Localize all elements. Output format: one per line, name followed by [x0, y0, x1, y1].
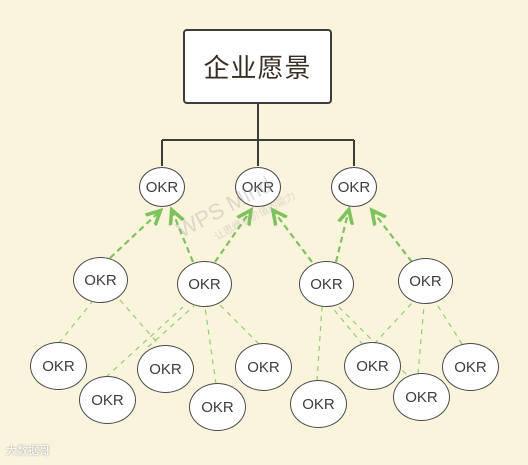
okr-node-l3-4: OKR: [189, 383, 246, 431]
root-label: 企业愿景: [203, 54, 312, 84]
okr-node-l2-4: OKR: [398, 258, 453, 304]
okr-label: OKR: [145, 178, 179, 196]
okr-node-l3-7: OKR: [344, 342, 401, 390]
okr-label: OKR: [84, 271, 117, 289]
okr-label: OKR: [42, 357, 75, 375]
okr-node-l2-2: OKR: [177, 261, 232, 307]
okr-label: OKR: [405, 388, 438, 406]
okr-node-l2-3: OKR: [299, 261, 354, 307]
solid-connector: [161, 104, 355, 166]
okr-label: OKR: [247, 358, 280, 376]
okr-label: OKR: [302, 395, 335, 413]
okr-node-l3-8: OKR: [393, 373, 450, 421]
okr-label: OKR: [91, 391, 124, 409]
okr-label: OKR: [201, 398, 234, 416]
okr-label: OKR: [409, 272, 442, 290]
arrow-connectors: [109, 213, 413, 263]
okr-node-l3-5: OKR: [235, 343, 292, 391]
okr-label: OKR: [310, 275, 343, 293]
okr-node-l3-1: OKR: [30, 342, 87, 390]
okr-node-l3-9: OKR: [442, 343, 499, 391]
okr-label: OKR: [149, 360, 182, 378]
okr-label: OKR: [454, 358, 487, 376]
okr-label: OKR: [241, 178, 275, 196]
okr-node-l1-2: OKR: [235, 167, 281, 207]
okr-node-l2-1: OKR: [73, 257, 128, 303]
okr-node-l3-6: OKR: [290, 380, 347, 428]
okr-node-l1-3: OKR: [331, 167, 377, 207]
okr-node-l3-2: OKR: [79, 376, 136, 424]
brand-label: 大数据哥: [6, 444, 50, 457]
thin-connectors: [58, 299, 463, 385]
okr-label: OKR: [337, 178, 371, 196]
okr-label: OKR: [188, 275, 221, 293]
okr-node-l1-1: OKR: [139, 167, 185, 207]
okr-node-l3-3: OKR: [137, 345, 194, 393]
root-node-vision: 企业愿景: [183, 29, 332, 104]
brand-mark: 大数据哥: [6, 442, 50, 458]
okr-label: OKR: [356, 357, 389, 375]
